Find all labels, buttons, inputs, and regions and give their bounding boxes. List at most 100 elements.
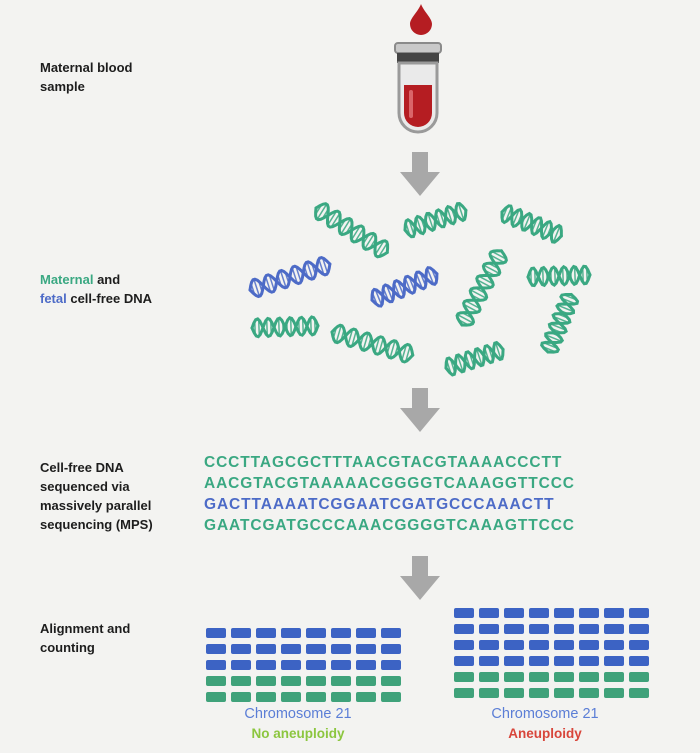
read-block [206, 676, 226, 686]
maternal-word: Maternal [40, 272, 94, 287]
read-block [454, 672, 474, 682]
read-block [231, 692, 251, 702]
read-block [356, 660, 376, 670]
read-block [206, 628, 226, 638]
grid-row [454, 672, 649, 682]
down-arrow-icon [400, 388, 440, 432]
read-block [231, 676, 251, 686]
read-block [504, 608, 524, 618]
read-count-grid-aneuploid [454, 608, 649, 704]
grid-row [454, 624, 649, 634]
cell-free-dna-words: cell-free DNA [66, 291, 152, 306]
read-block [529, 672, 549, 682]
read-block [306, 676, 326, 686]
dna-helix-icon [455, 249, 508, 327]
dna-helix-icon [250, 315, 320, 339]
mps-label-line4: sequencing (MPS) [40, 517, 153, 532]
read-block [306, 644, 326, 654]
read-block [504, 624, 524, 634]
chromosome-title: Chromosome 21 [244, 706, 352, 722]
read-block [281, 676, 301, 686]
dna-helix-icon [330, 323, 415, 364]
read-block [604, 640, 624, 650]
read-block [306, 660, 326, 670]
read-block [454, 640, 474, 650]
read-block [331, 628, 351, 638]
read-block [629, 608, 649, 618]
alignment-label: Alignment and counting [40, 619, 130, 657]
read-block [256, 660, 276, 670]
result-status: No aneuploidy [251, 726, 345, 741]
grid-row [206, 692, 401, 702]
dna-helix-icon [540, 292, 580, 354]
read-block [604, 608, 624, 618]
cfdna-label-line1: Maternal and [40, 270, 152, 289]
read-block [629, 624, 649, 634]
blood-drop-icon [410, 4, 432, 35]
mps-label-line1: Cell-free DNA [40, 460, 124, 475]
sequence-line: AACGTACGTAAAAACGGGGTCAAAGGTTCCC [204, 475, 575, 492]
grid-row [206, 628, 401, 638]
read-block [206, 660, 226, 670]
fetal-word: fetal [40, 291, 67, 306]
dna-helix-icon [314, 202, 390, 259]
read-block [281, 628, 301, 638]
read-block [554, 640, 574, 650]
read-block [504, 688, 524, 698]
read-block [479, 624, 499, 634]
read-block [381, 660, 401, 670]
chromosome-title: Chromosome 21 [491, 706, 599, 722]
read-block [579, 656, 599, 666]
sequence-line: CCCTTAGCGCTTTAACGTACGTAAAACCCTT [204, 454, 563, 471]
grid-row [454, 688, 649, 698]
grid-row [206, 660, 401, 670]
mps-label: Cell-free DNA sequenced via massively pa… [40, 458, 153, 534]
maternal-blood-label-line1: Maternal blood [40, 60, 133, 75]
read-block [306, 628, 326, 638]
read-block [504, 656, 524, 666]
alignment-label-line2: counting [40, 640, 95, 655]
dna-helix-icon [370, 266, 439, 308]
alignment-label-line1: Alignment and [40, 621, 131, 636]
read-block [479, 656, 499, 666]
cfdna-label-line2: fetal cell-free DNA [40, 289, 152, 308]
read-block [554, 624, 574, 634]
read-block [504, 672, 524, 682]
read-block [529, 624, 549, 634]
read-block [629, 672, 649, 682]
read-block [356, 692, 376, 702]
read-block [479, 672, 499, 682]
sequence-line: GAATCGATGCCCAAACGGGGTCAAAGTTCCC [204, 517, 575, 534]
mps-label-line2: sequenced via [40, 479, 130, 494]
read-block [331, 692, 351, 702]
read-block [281, 660, 301, 670]
result-caption-aneuploid: Chromosome 21 Aneuploidy [435, 705, 655, 743]
read-block [604, 624, 624, 634]
read-block [454, 656, 474, 666]
maternal-blood-label-line2: sample [40, 79, 85, 94]
read-block [256, 644, 276, 654]
grid-row [206, 676, 401, 686]
read-block [529, 608, 549, 618]
read-block [356, 676, 376, 686]
read-block [206, 692, 226, 702]
read-block [629, 688, 649, 698]
read-block [381, 644, 401, 654]
read-block [306, 692, 326, 702]
read-block [579, 624, 599, 634]
grid-row [454, 656, 649, 666]
sequence-line: GACTTAAAATCGGAATCGATGCCCAAACTT [204, 496, 555, 513]
dna-helix-icon [500, 204, 563, 244]
read-block [331, 660, 351, 670]
read-block [256, 692, 276, 702]
and-word: and [93, 272, 121, 287]
read-block [381, 692, 401, 702]
read-block [381, 676, 401, 686]
grid-row [206, 644, 401, 654]
read-block [231, 660, 251, 670]
sequence-block: CCCTTAGCGCTTTAACGTACGTAAAACCCTT AACGTACG… [204, 452, 644, 536]
read-block [504, 640, 524, 650]
read-block [256, 676, 276, 686]
read-block [629, 640, 649, 650]
